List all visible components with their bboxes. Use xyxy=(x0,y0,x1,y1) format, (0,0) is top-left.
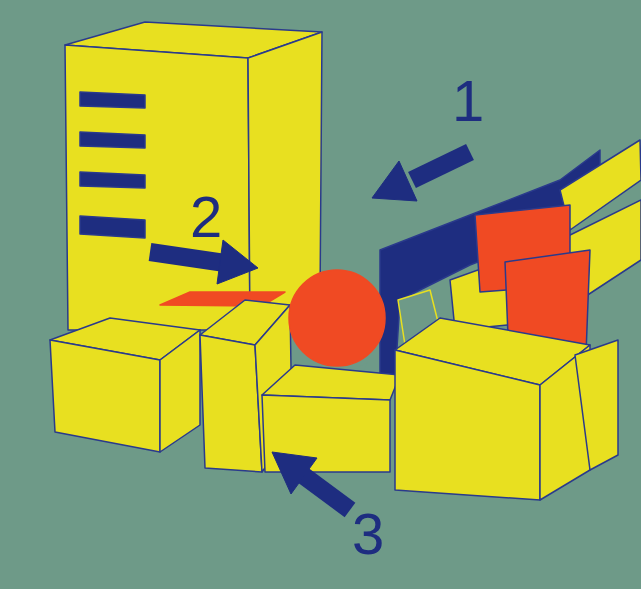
callout-number: 1 xyxy=(452,72,484,130)
callout-number: 2 xyxy=(190,188,222,246)
callout-number: 3 xyxy=(352,505,384,563)
